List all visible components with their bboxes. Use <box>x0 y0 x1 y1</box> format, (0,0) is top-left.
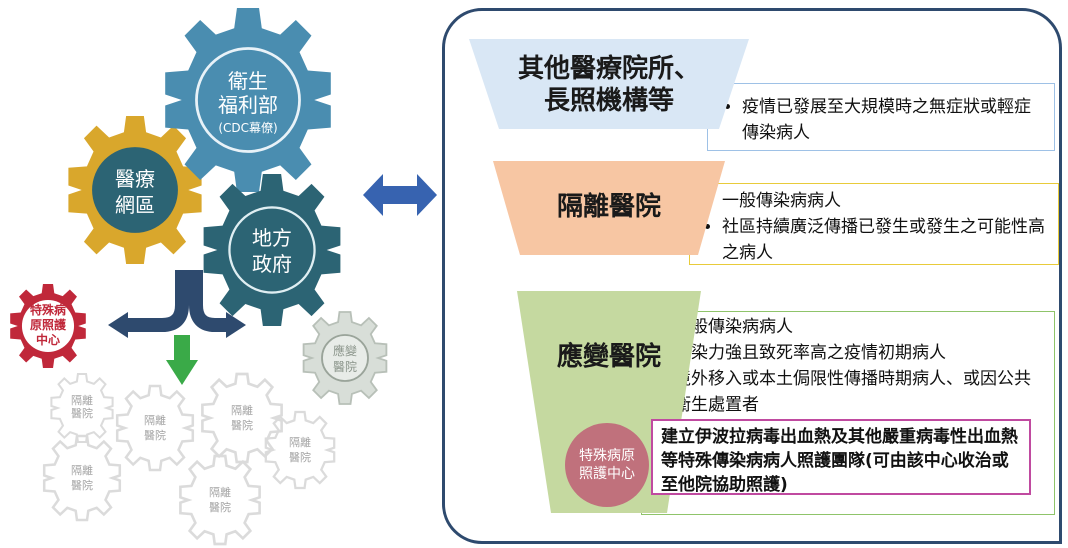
special-line1: 特殊病 <box>30 302 66 317</box>
mohw-gear <box>165 7 331 192</box>
special-line2: 原照護 <box>30 317 67 332</box>
special-description-text: 建立伊波拉病毒出血熱及其他嚴重病毒性出血熱等特殊傳染病病人照護團隊(可由該中心收… <box>661 427 1018 495</box>
iso-c2: 醫院 <box>231 418 253 432</box>
tier3-item-1: 一般傳染病病人 <box>674 314 1044 340</box>
network-gear <box>68 116 202 264</box>
localgov-line1: 地方 <box>252 226 292 250</box>
tier3-item-2: 傳染力強且致死率高之疫情初期病人 <box>674 340 1044 366</box>
hospital-tier-panel: 疫情已發展至大規模時之無症狀或輕症傳染病人 其他醫療院所、 長照機構等 一般傳染… <box>442 8 1062 544</box>
iso-b1: 隔離 <box>144 413 166 427</box>
local-gov-gear <box>203 174 341 326</box>
response-small-gear <box>302 311 388 405</box>
iso-d2: 醫院 <box>289 450 311 464</box>
tier2-item-1: 一般傳染病病人 <box>722 188 1048 214</box>
response-small-line1: 應變 <box>333 343 357 358</box>
tier3-label: 應變醫院 <box>556 342 661 372</box>
iso-b2: 醫院 <box>144 428 166 442</box>
iso-d1: 隔離 <box>289 435 311 449</box>
fork-arrow-icon <box>125 270 228 332</box>
tier2-description: 一般傳染病病人 社區持續廣泛傳播已發生或發生之可能性高之病人 <box>689 183 1059 265</box>
localgov-line2: 政府 <box>252 252 292 276</box>
response-small-line2: 醫院 <box>333 360 357 374</box>
special-center-gear <box>10 284 86 368</box>
special-line3: 中心 <box>36 332 60 347</box>
tier3-item-3: 境外移入或本土侷限性傳播時期病人、或因公共衛生處置者 <box>674 366 1044 418</box>
tier1-item: 疫情已發展至大規模時之無症狀或輕症傳染病人 <box>742 94 1042 146</box>
mohw-line2: 福利部 <box>218 93 278 117</box>
iso-e1: 隔離 <box>71 463 93 477</box>
network-line2: 網區 <box>115 193 155 217</box>
iso-f1: 隔離 <box>209 485 231 499</box>
tier2-label: 隔離醫院 <box>556 192 661 222</box>
special-center-circle: 特殊病原照護中心 <box>565 423 649 507</box>
double-arrow-icon <box>363 174 437 216</box>
iso-c1: 隔離 <box>231 403 253 417</box>
iso-a2: 醫院 <box>71 406 93 420</box>
gear-diagram: 衛生 福利部 (CDC幕僚) 醫療 網區 地方 政府 特殊病 原照護 中心 應變… <box>10 7 388 546</box>
tier1-funnel: 其他醫療院所、 長照機構等 <box>469 39 749 129</box>
tier1-label-line1: 其他醫療院所、 <box>517 54 700 84</box>
tier1-description: 疫情已發展至大規模時之無症狀或輕症傳染病人 <box>707 83 1055 151</box>
mohw-line3: (CDC幕僚) <box>218 120 277 135</box>
special-circle-label: 特殊病原照護中心 <box>579 448 635 482</box>
iso-a1: 隔離 <box>71 393 93 407</box>
tier2-item-2: 社區持續廣泛傳播已發生或發生之可能性高之病人 <box>722 214 1048 266</box>
mohw-line1: 衛生 <box>228 69 268 93</box>
special-description: 建立伊波拉病毒出血熱及其他嚴重病毒性出血熱等特殊傳染病病人照護團隊(可由該中心收… <box>651 419 1031 495</box>
network-line1: 醫療 <box>115 167 155 191</box>
iso-e2: 醫院 <box>71 478 93 492</box>
iso-f2: 醫院 <box>209 500 231 514</box>
tier2-funnel: 隔離醫院 <box>493 161 725 255</box>
down-arrow-icon <box>166 335 198 385</box>
tier1-label-line2: 長照機構等 <box>543 86 674 116</box>
